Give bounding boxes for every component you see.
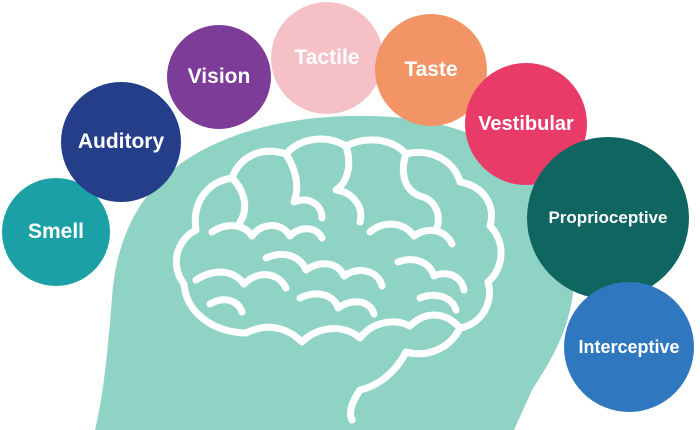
- sense-label-taste: Taste: [404, 58, 458, 81]
- brain-fold: [296, 290, 378, 318]
- brain-illustration: [172, 135, 505, 424]
- sense-bubble-vision: Vision: [167, 25, 271, 129]
- brain-fold: [282, 150, 326, 222]
- sense-bubble-auditory: Auditory: [61, 82, 181, 202]
- brain-fold: [394, 256, 468, 294]
- brain-fold: [228, 174, 249, 226]
- sense-label-proprioceptive: Proprioceptive: [548, 208, 668, 227]
- sense-label-vision: Vision: [187, 65, 251, 88]
- brain-fold: [206, 296, 246, 316]
- brain-fold: [192, 268, 290, 292]
- sense-bubble-smell: Smell: [2, 178, 110, 286]
- brain-fold: [242, 311, 464, 346]
- brain-fold: [332, 142, 365, 226]
- head-silhouette: [95, 115, 575, 430]
- sense-label-auditory: Auditory: [77, 130, 165, 153]
- sense-label-interceptive: Interceptive: [578, 336, 680, 357]
- brain-fold: [416, 291, 460, 314]
- brain-outline: [172, 135, 505, 424]
- sense-label-smell: Smell: [27, 220, 85, 243]
- brain-fold: [208, 222, 326, 242]
- sense-bubble-vestibular: Vestibular: [465, 63, 587, 185]
- sense-bubble-proprioceptive: Proprioceptive: [527, 137, 689, 299]
- sense-bubble-tactile: Tactile: [271, 2, 383, 114]
- sense-label-tactile: Tactile: [294, 46, 360, 69]
- brain-fold: [399, 150, 442, 234]
- sense-bubble-interceptive: Interceptive: [564, 282, 694, 412]
- sense-label-vestibular: Vestibular: [478, 112, 574, 135]
- brain-fold: [262, 251, 386, 290]
- brain-fold: [366, 220, 456, 248]
